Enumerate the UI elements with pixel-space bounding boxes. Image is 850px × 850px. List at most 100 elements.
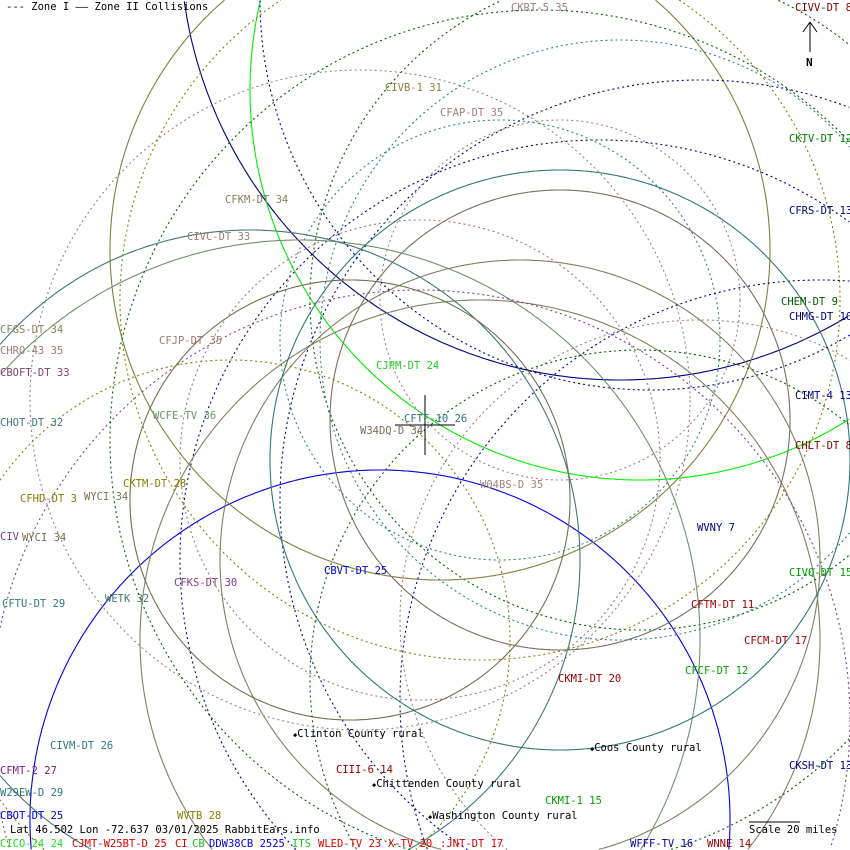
coverage-contour — [399, 279, 850, 850]
station-label[interactable]: CIII-6 14 — [336, 764, 393, 776]
legend: --- Zone I —— Zone II Collisions — [6, 1, 208, 13]
station-label[interactable]: W34DQ-D 34 — [360, 425, 424, 437]
station-label[interactable]: CKSH-DT 13 — [789, 760, 850, 772]
station-label[interactable]: CIVC-DT 33 — [187, 231, 251, 243]
place-dot-icon: ◆ — [372, 781, 377, 789]
place-marker[interactable]: ◆Clinton County rural — [293, 728, 424, 741]
station-label[interactable]: WCFE-TV 36 — [153, 410, 217, 422]
coverage-contour — [319, 39, 850, 641]
coverage-contour — [0, 799, 45, 850]
station-label[interactable]: CIVQ-DT 15 — [789, 567, 850, 579]
coverage-contour — [309, 349, 849, 850]
place-dot-icon: ◆ — [428, 813, 433, 821]
coverage-contour — [0, 359, 511, 640]
station-label[interactable]: CHRO-43 35 — [0, 345, 64, 357]
coverage-contour — [655, 0, 771, 250]
coverage-contour — [0, 812, 10, 848]
scale-label: Scale 20 miles — [749, 824, 838, 836]
station-label[interactable]: W04BS-D 35 — [480, 479, 544, 491]
place-marker[interactable]: ◆Chittenden County rural — [372, 778, 522, 791]
station-label[interactable]: WNNE 14 — [707, 838, 752, 850]
station-label[interactable]: W29EW-D 29 — [0, 787, 64, 799]
station-label[interactable]: CICO-24 24 — [0, 838, 64, 850]
station-label[interactable]: CFAP-DT 35 — [440, 107, 504, 119]
station-label[interactable]: CIVB-1 31 — [385, 82, 442, 94]
station-label[interactable]: CKTM-DT 28 — [123, 478, 187, 490]
station-label[interactable]: WVNY 7 — [697, 522, 735, 534]
station-label[interactable]: CHMG-DT 10 — [789, 311, 850, 323]
north-arrow-icon — [809, 21, 818, 33]
place-dot-icon: ◆ — [293, 731, 298, 739]
station-label[interactable]: CFGS-DT 34 — [0, 324, 64, 336]
station-label[interactable]: CFKM-DT 34 — [225, 194, 289, 206]
station-label[interactable]: CKTV-DT 12 — [789, 133, 850, 145]
station-label[interactable]: CKRT-5 35 — [511, 2, 568, 14]
station-label[interactable]: WFFF-TV 16 — [630, 838, 694, 850]
coverage-contour — [129, 279, 571, 721]
station-label[interactable]: CFCM-DT 17 — [744, 635, 808, 647]
station-label[interactable]: WETK 32 — [105, 593, 150, 605]
legend-zone-1: --- Zone I — [6, 1, 70, 13]
station-label[interactable]: CHEM-DT 9 — [781, 296, 838, 308]
station-label[interactable]: CI — [175, 838, 188, 850]
station-label[interactable]: CFKS-DT 30 — [174, 577, 238, 589]
station-label[interactable]: CFMT-2 27 — [0, 765, 57, 777]
coverage-contour — [408, 560, 581, 850]
station-label[interactable]: WYCI 34 — [84, 491, 129, 503]
station-label[interactable]: CFTU-DT 29 — [2, 598, 66, 610]
station-label[interactable]: CFTF-10 26 — [404, 413, 468, 425]
station-label[interactable]: CKMI-1 15 — [545, 795, 602, 807]
coverage-contour — [109, 9, 850, 850]
coverage-contour — [399, 319, 850, 850]
footer-coords: Lat 46.502 Lon -72.637 03/01/2025 Rabbit… — [10, 824, 320, 836]
coverage-contour — [0, 775, 92, 850]
coverage-contour — [279, 119, 721, 561]
station-label[interactable]: CJPM-DT 24 — [376, 360, 440, 372]
station-label[interactable]: CBVT-DT 25 — [324, 565, 388, 577]
station-label[interactable]: CBOT-DT 25 — [0, 810, 64, 822]
station-label[interactable]: CIVM-DT 26 — [50, 740, 114, 752]
station-label[interactable]: CFTM-DT 11 — [691, 599, 755, 611]
station-label[interactable]: CKMI-DT 20 — [558, 673, 622, 685]
station-label[interactable]: CBOFT-DT 33 — [0, 367, 70, 379]
coverage-contour — [778, 0, 849, 45]
coverage-contour — [0, 229, 581, 560]
station-label[interactable]: CFHD-DT 3 — [20, 493, 77, 505]
station-label[interactable]: DDW38CB 2525 — [209, 838, 285, 850]
station-label[interactable]: CHLT-DT 8 — [795, 440, 850, 452]
station-label[interactable]: CHOT-DT 32 — [0, 417, 64, 429]
station-label[interactable]: X-TV 20 — [388, 838, 433, 850]
station-label[interactable]: CFRS-DT 13 — [789, 205, 850, 217]
coverage-contour — [329, 189, 791, 651]
legend-zone-2: —— Zone II Collisions — [75, 1, 209, 13]
place-label: Clinton County rural — [297, 728, 424, 740]
station-label[interactable]: CIV — [0, 531, 19, 543]
coverage-contour — [279, 79, 850, 850]
station-label[interactable]: WLED-TV 23 — [318, 838, 382, 850]
station-label[interactable]: CFJP-DT 35 — [159, 335, 223, 347]
station-label[interactable]: WVTB 28 — [177, 810, 222, 822]
station-label[interactable]: :JNT-DT 17 — [440, 838, 504, 850]
station-label[interactable]: CIVV-DT 8 — [795, 2, 850, 14]
coverage-contour — [309, 0, 849, 631]
station-label[interactable]: CJMT-W25BT-D 25 — [72, 838, 167, 850]
coverage-contour — [269, 169, 850, 751]
place-label: Coos County rural — [594, 742, 702, 754]
coverage-contour — [109, 0, 771, 581]
station-label[interactable]: CIMT-4 13 — [795, 390, 850, 402]
station-label[interactable]: WYCI 34 — [22, 532, 67, 544]
coverage-contour — [678, 0, 841, 300]
coverage-contour — [598, 560, 821, 850]
coverage-contour — [219, 259, 821, 850]
coverage-contour — [747, 640, 821, 850]
place-marker[interactable]: ◆Washington County rural — [428, 810, 578, 823]
station-label[interactable]: CB — [192, 838, 205, 850]
station-label[interactable]: CFCF-DT 12 — [685, 665, 749, 677]
coverage-contour — [29, 69, 691, 731]
coverage-contour — [669, 738, 850, 850]
coverage-contour — [379, 119, 741, 481]
north-label: N — [806, 56, 813, 69]
station-label[interactable]: ITS — [292, 838, 311, 850]
place-marker[interactable]: ◆Coos County rural — [590, 742, 702, 755]
